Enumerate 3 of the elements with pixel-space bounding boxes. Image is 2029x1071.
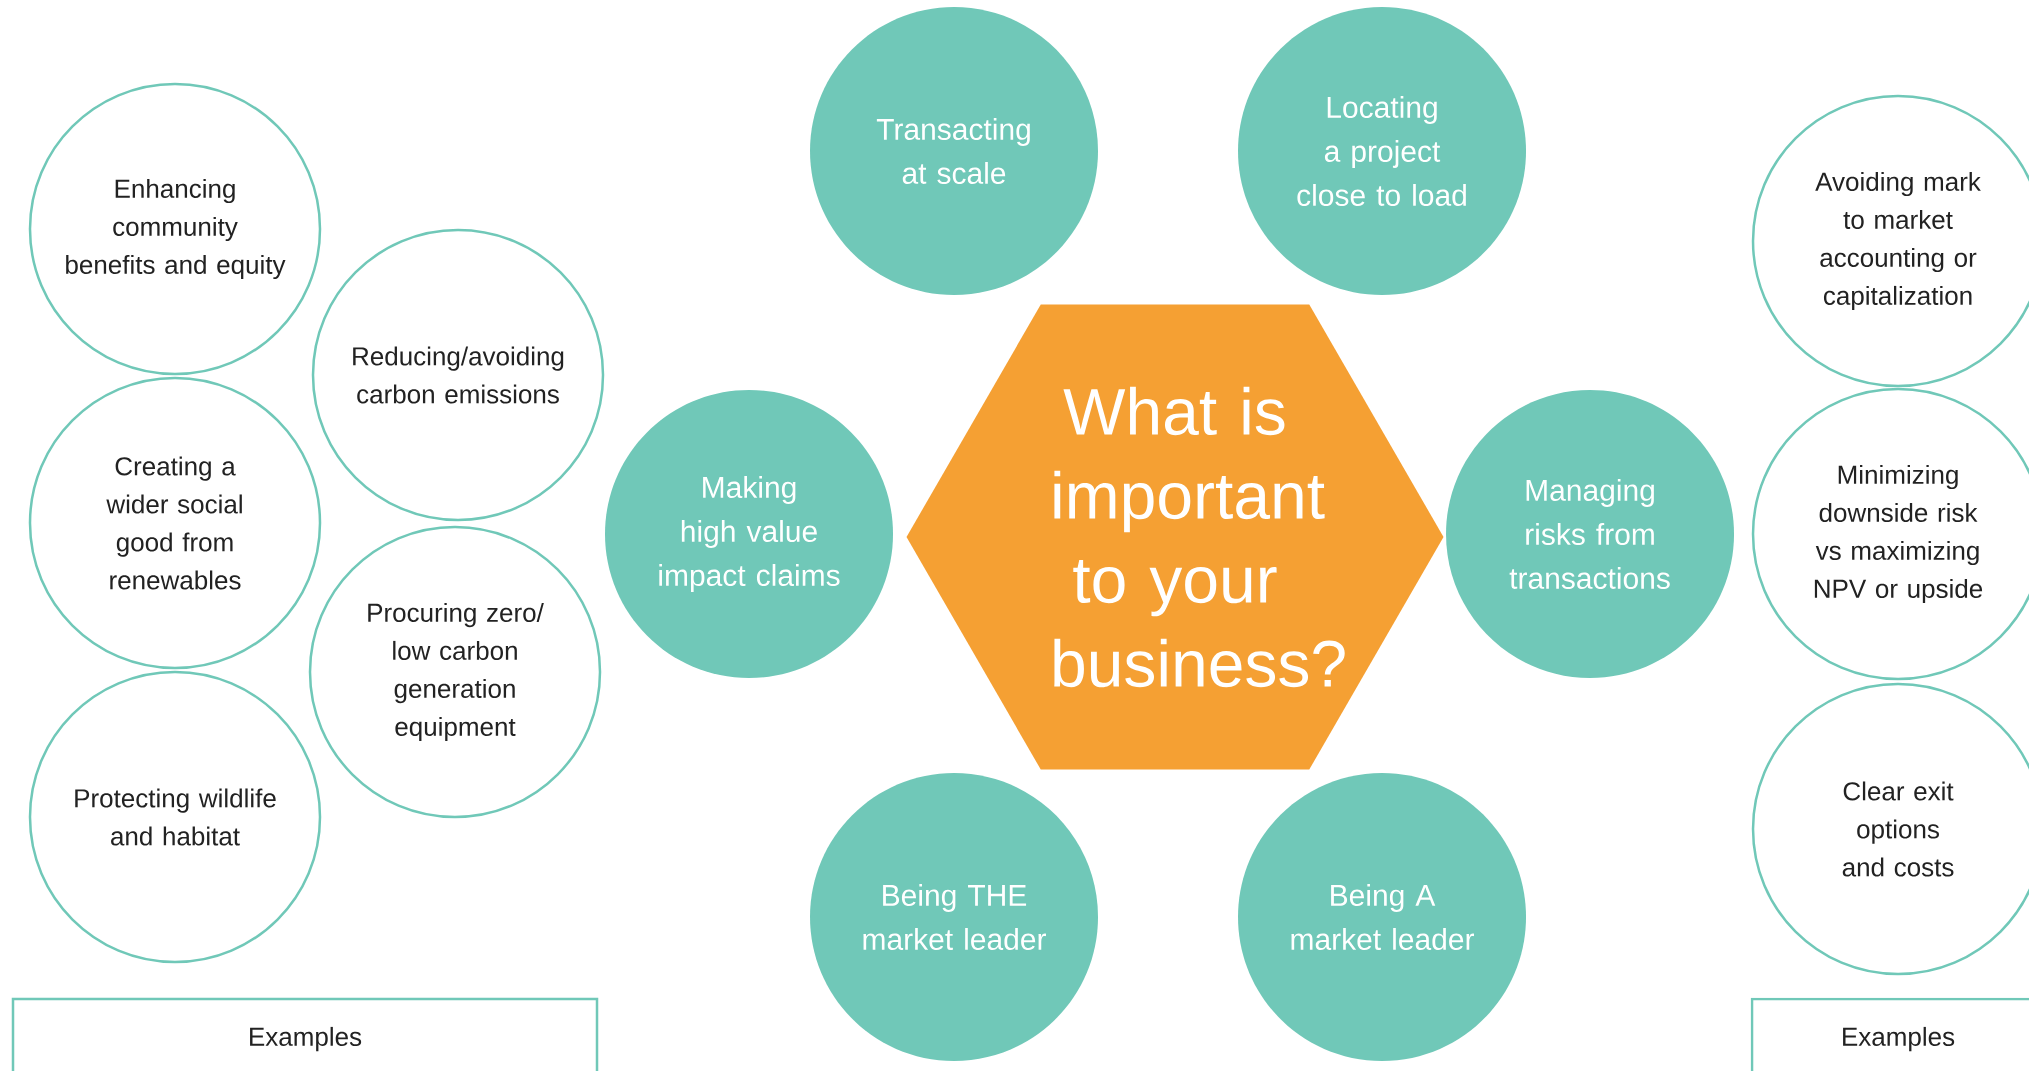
hexagon: What is important to your business? [906, 304, 1444, 770]
examples-box: Examples [11, 997, 599, 1071]
examples-box: Examples [1750, 997, 2029, 1071]
